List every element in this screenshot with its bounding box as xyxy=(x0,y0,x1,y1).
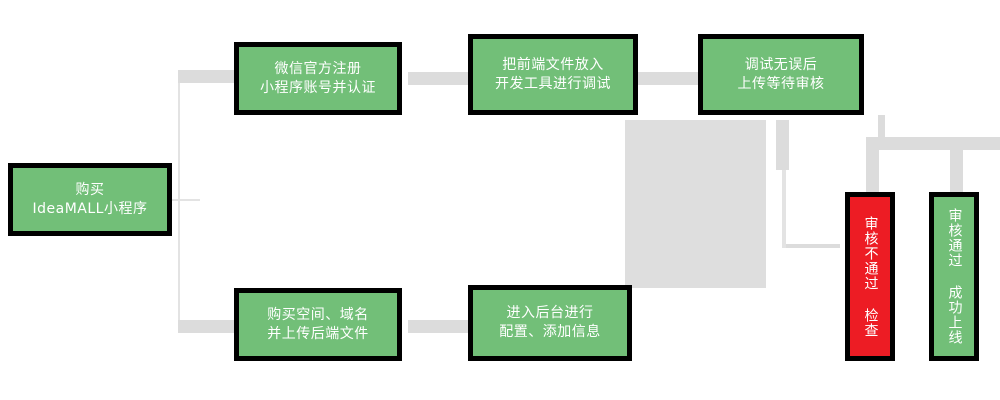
node-upload[interactable]: 调试无误后 上传等待审核 xyxy=(698,34,864,115)
edge-start-to-register xyxy=(178,70,236,83)
node-register-label: 微信官方注册 小程序账号并认证 xyxy=(260,60,376,96)
node-backend[interactable]: 进入后台进行 配置、添加信息 xyxy=(468,285,632,361)
node-start-label: 购买 IdeaMALL小程序 xyxy=(32,181,148,217)
node-approved[interactable]: 审核通过 成功上线 xyxy=(929,192,979,361)
edge-upload-split-bar xyxy=(866,137,1000,150)
edge-start-stub xyxy=(172,199,200,201)
node-frontend[interactable]: 把前端文件放入 开发工具进行调试 xyxy=(468,34,638,115)
edge-start-to-hosting xyxy=(178,320,236,333)
node-register[interactable]: 微信官方注册 小程序账号并认证 xyxy=(234,42,402,115)
node-approved-label: 审核通过 成功上线 xyxy=(946,208,963,345)
edge-register-to-frontend xyxy=(408,72,470,85)
node-hosting-label: 购买空间、域名 并上传后端文件 xyxy=(267,306,369,342)
node-rejected[interactable]: 审核不通过 检查 xyxy=(845,192,895,361)
edge-start-trunk xyxy=(178,74,180,328)
edge-frontend-to-upload xyxy=(638,72,700,85)
node-rejected-label: 审核不通过 检查 xyxy=(862,215,879,338)
node-frontend-label: 把前端文件放入 开发工具进行调试 xyxy=(495,56,611,92)
node-start[interactable]: 购买 IdeaMALL小程序 xyxy=(8,163,172,236)
edge-rejected-feedback-stub xyxy=(782,244,840,248)
node-upload-label: 调试无误后 上传等待审核 xyxy=(737,56,825,92)
node-hosting[interactable]: 购买空间、域名 并上传后端文件 xyxy=(234,288,402,361)
background-plate xyxy=(625,120,766,288)
edge-split-to-rejected xyxy=(866,137,879,192)
node-backend-label: 进入后台进行 配置、添加信息 xyxy=(499,305,601,340)
edge-upload-drop xyxy=(878,115,885,137)
edge-hosting-to-backend xyxy=(408,320,470,333)
edge-rejected-feedback-riser xyxy=(782,168,786,248)
edge-split-to-approved xyxy=(950,137,963,192)
edge-rejected-feedback-top xyxy=(776,120,789,170)
